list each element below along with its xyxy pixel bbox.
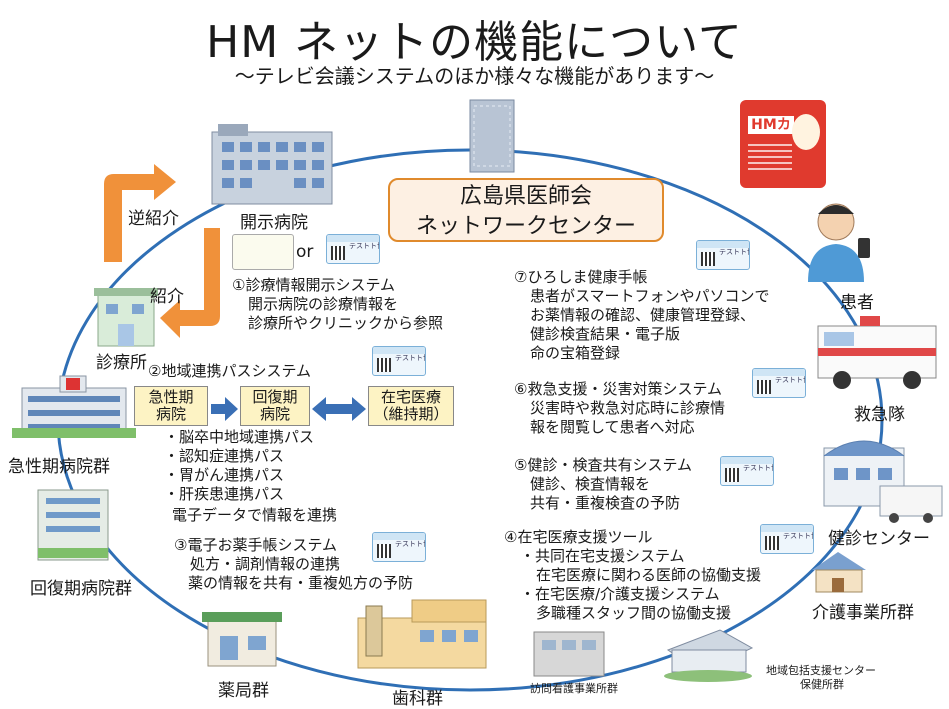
- patient-person-icon: [808, 203, 870, 282]
- label-clinic: 診療所: [96, 353, 147, 373]
- card-lines: [748, 144, 792, 170]
- feature-3-title: ③電子お薬手帳システム: [174, 536, 337, 554]
- card-text: テストト協議: [783, 532, 813, 540]
- feature-5: ⑤健診・検査共有システム 健診、検査情報を 共有・重複検査の予防: [514, 456, 692, 513]
- feature-5-title: ⑤健診・検査共有システム: [514, 456, 692, 474]
- ambulance-icon: [817, 316, 937, 389]
- label-dental: 歯科群: [392, 689, 443, 709]
- feature-2-list: ・脳卒中地域連携パス ・認知症連携パス ・胃がん連携パス ・肝疾患連携パス: [164, 428, 314, 504]
- label-ambulance: 救急隊: [854, 405, 905, 425]
- acute-hospital-icon: [12, 375, 136, 438]
- feature-3-line2: 薬の情報を共有・重複処方の予防: [188, 574, 414, 592]
- feature-3-line1: 処方・調剤情報の連携: [190, 555, 341, 573]
- feature-3: ③電子お薬手帳システム 処方・調剤情報の連携 薬の情報を共有・重複処方の予防: [174, 536, 413, 593]
- label-patient: 患者: [840, 293, 874, 313]
- pathway-item: ・胃がん連携パス: [164, 466, 285, 484]
- pathway-item: ・肝疾患連携パス: [164, 485, 285, 503]
- pathway-arrows: [211, 397, 366, 421]
- pathway-item: ・脳卒中地域連携パス: [164, 428, 315, 446]
- card-text: テストト協議: [775, 376, 805, 384]
- hm-card-icon: テストト協議: [760, 524, 814, 554]
- care-facility-icon: [812, 552, 866, 593]
- feature-4-line1: ・共同在宅支援システム: [520, 547, 685, 565]
- flow-box-acute: 急性期 病院: [134, 386, 208, 426]
- feature-6-line2: 報を閲覧して患者へ対応: [530, 418, 695, 436]
- label-pharmacies: 薬局群: [218, 681, 269, 701]
- feature-7-line3: 健診検査結果・電子版: [530, 325, 681, 343]
- mascot-icon: [792, 114, 820, 150]
- feature-1-line2: 診療所やクリニックから参照: [248, 314, 444, 332]
- card-text: テストト協議: [349, 242, 379, 250]
- label-reverse-referral: 逆紹介: [128, 209, 179, 229]
- feature-2-title: ②地域連携パスシステム: [148, 362, 311, 380]
- hm-card-icon: テストト協議: [372, 532, 426, 562]
- visiting-nurse-office-icon: [533, 631, 605, 677]
- card-text: テストト協議: [743, 464, 773, 472]
- hm-card-image: HMカード: [740, 100, 826, 188]
- page-subtitle: ～テレビ会議システムのほか様々な機能があります～: [234, 64, 715, 88]
- feature-4-line4: 多職種スタッフ間の協働支援: [536, 604, 732, 622]
- community-center-icon: [664, 629, 754, 682]
- label-care-facilities: 介護事業所群: [812, 603, 914, 623]
- hm-card-icon: テストト協議: [372, 346, 426, 376]
- flow-box-home-care: 在宅医療 （維持期）: [368, 386, 454, 426]
- center-line2: ネットワークセンター: [415, 214, 636, 239]
- label-acute-hospitals: 急性期病院群: [8, 457, 110, 477]
- feature-1: ①診療情報開示システム 開示病院の診療情報を 診療所やクリニックから参照: [232, 276, 443, 333]
- referral-arrows: [104, 164, 220, 338]
- network-center-box: 広島県医師会 ネットワークセンター: [388, 178, 664, 242]
- health-center-icon: [823, 440, 943, 523]
- hm-card-logo: HMカード: [748, 116, 794, 151]
- feature-5-line2: 共有・重複検査の予防: [530, 494, 681, 512]
- feature-4-title: ④在宅医療支援ツール: [504, 528, 653, 546]
- label-or: or: [296, 242, 314, 262]
- pharmacy-icon: [202, 612, 282, 667]
- card-text: テストト協議: [719, 248, 749, 256]
- recovery-hospital-icon: [37, 489, 109, 561]
- card-text: テストト協議: [395, 540, 425, 548]
- label-community-center: 地域包括支援センター: [766, 664, 876, 677]
- feature-6: ⑥救急支援・災害対策システム 災害時や救急対応時に診療情 報を閲覧して患者へ対応: [514, 380, 725, 437]
- hospital-building-icon: [211, 124, 333, 205]
- center-building-icon: [469, 99, 515, 173]
- feature-5-line1: 健診、検査情報を: [530, 475, 651, 493]
- feature-1-title: ①診療情報開示システム: [232, 276, 395, 294]
- label-referral: 紹介: [150, 287, 184, 307]
- hm-card-icon: テストト協議: [696, 240, 750, 270]
- feature-4: ④在宅医療支援ツール ・共同在宅支援システム 在宅医療に関わる医師の協働支援 ・…: [504, 528, 761, 623]
- page-title: HM ネットの機能について: [206, 17, 743, 68]
- feature-7-line4: 命の宝箱登録: [530, 344, 621, 362]
- clinic-id-card-icon: [232, 234, 294, 270]
- feature-7-line1: 患者がスマートフォンやパソコンで: [530, 287, 770, 305]
- label-visiting-nurse: 訪問看護事業所群: [530, 682, 618, 695]
- hm-card-icon: テストト協議: [326, 234, 380, 264]
- label-health-center: 健診センター: [828, 529, 930, 549]
- flow-box-recovery: 回復期 病院: [240, 386, 310, 426]
- clinic-building-icon: [94, 288, 158, 347]
- feature-6-line1: 災害時や救急対応時に診療情: [530, 399, 726, 417]
- feature-2-footer: 電子データで情報を連携: [172, 506, 338, 524]
- feature-6-title: ⑥救急支援・災害対策システム: [514, 380, 722, 398]
- dental-clinic-icon: [357, 599, 487, 669]
- feature-4-line3: ・在宅医療/介護支援システム: [520, 585, 720, 603]
- card-text: テストト協議: [395, 354, 425, 362]
- hm-card-icon: テストト協議: [752, 368, 806, 398]
- label-kaiji-hospital: 開示病院: [240, 213, 308, 233]
- feature-7: ⑦ひろしま健康手帳 患者がスマートフォンやパソコンで お薬情報の確認、健康管理登…: [514, 268, 770, 363]
- feature-7-title: ⑦ひろしま健康手帳: [514, 268, 648, 286]
- hm-card-icon: テストト協議: [720, 456, 774, 486]
- center-line1: 広島県医師会: [459, 184, 592, 209]
- label-recovery-hospitals: 回復期病院群: [30, 579, 132, 599]
- feature-4-line2: 在宅医療に関わる医師の協働支援: [536, 566, 762, 584]
- feature-7-line2: お薬情報の確認、健康管理登録、: [530, 306, 756, 324]
- label-health-office: 保健所群: [800, 678, 844, 691]
- pathway-item: ・認知症連携パス: [164, 447, 285, 465]
- feature-1-line1: 開示病院の診療情報を: [248, 295, 399, 313]
